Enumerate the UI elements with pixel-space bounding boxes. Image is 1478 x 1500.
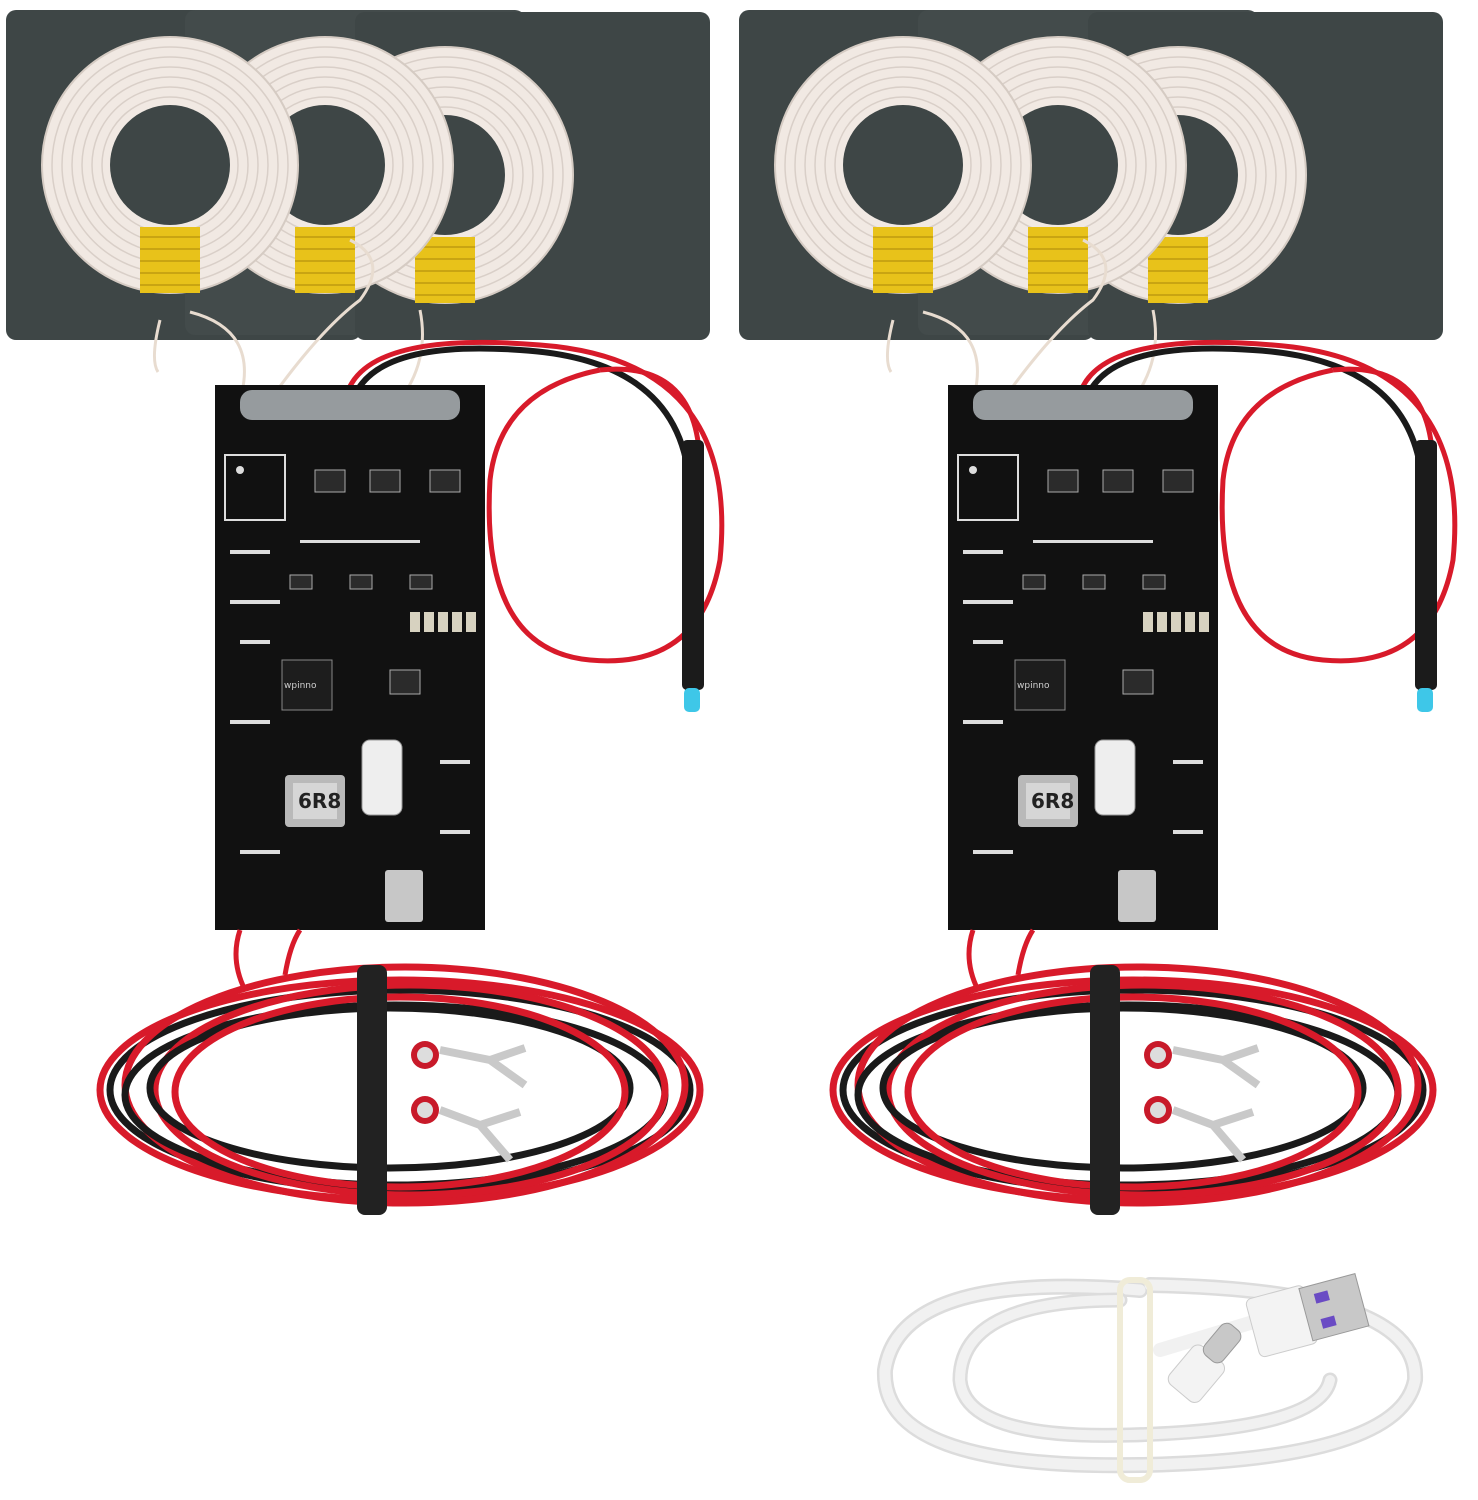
usb-a-plug — [1245, 1273, 1370, 1358]
usb-c-plug — [1167, 1322, 1242, 1403]
chip-marking-left: wpinno — [284, 681, 317, 691]
inductor-marking-left: 6R8 — [298, 789, 341, 813]
inductor-marking-right: 6R8 — [1031, 789, 1074, 813]
cable-tie — [1117, 1277, 1153, 1483]
usb-c-cable — [876, 1277, 1424, 1474]
chip-marking-right: wpinno — [1017, 681, 1050, 691]
